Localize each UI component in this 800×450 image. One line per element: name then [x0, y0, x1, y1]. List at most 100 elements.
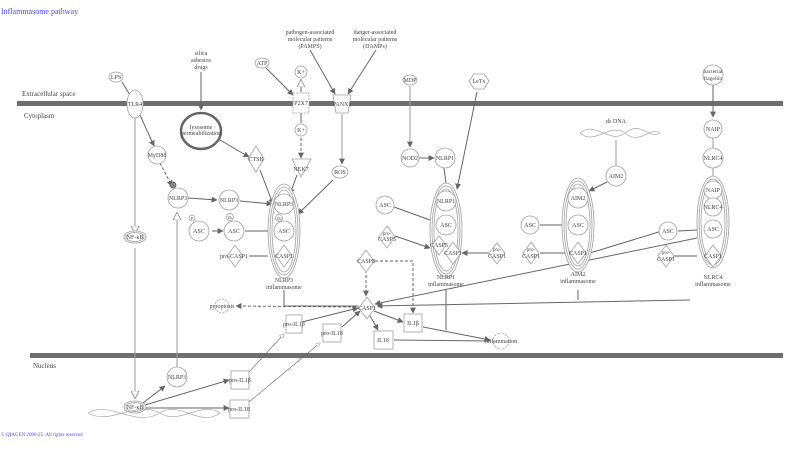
label-naip-b: NAIP: [706, 188, 721, 194]
node-nlrp3-c[interactable]: [273, 193, 295, 215]
node-atp[interactable]: [254, 57, 270, 69]
node-casp1-center[interactable]: [358, 296, 376, 320]
label-casp1-d: CASP1: [704, 254, 722, 260]
node-asc-h[interactable]: [658, 221, 678, 241]
node-nlrp3-b[interactable]: [218, 189, 240, 211]
label-silica: silica: [195, 51, 208, 57]
plasma-membrane: [17, 101, 783, 106]
page-title: Inflammasome pathway: [1, 7, 79, 16]
node-mdp[interactable]: [402, 74, 418, 86]
label-il18: IL18: [377, 338, 389, 344]
label-kplus-top: K+: [297, 70, 305, 76]
node-pro-il18-nuc[interactable]: [229, 399, 250, 419]
node-pro-casp1-c[interactable]: [522, 241, 540, 265]
label-nlrp3-b: NLRP3: [220, 198, 238, 204]
node-lysosome[interactable]: [179, 111, 223, 151]
node-asc-f[interactable]: [567, 214, 589, 236]
node-pro-il18-cyto[interactable]: [322, 323, 342, 343]
edge-aim2-infl: [588, 181, 608, 192]
edge-procasp5-casp5: [394, 235, 431, 250]
copyright[interactable]: © QIAGEN 2000-25. All rights reserved: [1, 433, 83, 438]
node-ros[interactable]: [331, 165, 349, 179]
node-nek7[interactable]: [291, 158, 312, 178]
node-asc-b[interactable]: [223, 220, 245, 242]
node-flagellin[interactable]: [702, 64, 724, 86]
node-pro-casp1-d[interactable]: [657, 244, 675, 268]
label-casp1-b: CASP1: [444, 251, 462, 257]
node-casp1-b[interactable]: [444, 241, 462, 265]
label-casp1-center: CASP1: [358, 306, 376, 312]
node-aim2-a[interactable]: [605, 165, 627, 187]
label-lps: LPS: [111, 75, 121, 81]
node-naip-a[interactable]: [703, 119, 723, 139]
edge-casp8-il1b: [375, 260, 416, 314]
edge-damps-panx1: [347, 49, 377, 95]
node-kplus-top[interactable]: [294, 65, 308, 79]
edge-casp1-pyroptosis: [235, 303, 357, 310]
node-pro-il1b-nuc[interactable]: [230, 370, 250, 390]
node-inflammation[interactable]: [492, 332, 510, 350]
node-casp1-d[interactable]: [704, 244, 722, 268]
node-nlrp1-a[interactable]: [434, 147, 456, 169]
edge-nlrp3infl-casp1: [283, 290, 358, 307]
label-ub-badge: Ub: [228, 215, 233, 220]
label-pro-casp1-c2: CASP1: [522, 254, 540, 260]
node-casp8[interactable]: [357, 249, 375, 273]
node-lps[interactable]: [108, 71, 124, 83]
node-pro-casp5[interactable]: [378, 225, 396, 249]
label-nlrc4-b: NLRC4: [703, 205, 722, 211]
node-asc-e[interactable]: [435, 214, 457, 236]
label-casp8: CASP8: [357, 259, 375, 265]
node-pro-casp1-a[interactable]: [226, 244, 244, 268]
node-asc-a[interactable]: [188, 220, 210, 242]
label-nlrp1-a: NLRP1: [436, 156, 454, 162]
node-nlrc4-b[interactable]: [703, 197, 723, 217]
label-nlrc4-a: NLRC4: [703, 156, 722, 162]
node-pro-casp1-b[interactable]: [488, 242, 506, 265]
edge-proil1b-casp1: [301, 306, 359, 323]
label-damps3: (DAMPs): [363, 43, 387, 50]
label-atp: ATP: [257, 61, 268, 67]
label-casp1-c: CASP1: [569, 251, 587, 257]
compartment-extracellular: Extracellular space: [22, 90, 75, 98]
node-nlrp3-nuc[interactable]: [166, 366, 188, 388]
node-nlrc4-a[interactable]: [702, 147, 724, 169]
node-pro-il1b-cyto[interactable]: [285, 314, 303, 334]
label-il1b: IL1β: [407, 321, 419, 327]
node-il1b[interactable]: [403, 313, 423, 333]
node-asc-g[interactable]: [520, 215, 540, 235]
node-panx1[interactable]: [332, 94, 352, 114]
label-asc-c: ASC: [278, 229, 290, 235]
edge-casp1-il18: [368, 313, 379, 331]
node-pyroptosis[interactable]: [214, 298, 230, 314]
node-asc-i[interactable]: [703, 219, 723, 239]
node-aim2-b[interactable]: [567, 187, 589, 209]
label-asc-e: ASC: [440, 223, 452, 229]
node-casp5[interactable]: [431, 235, 447, 256]
node-nlrp1-b[interactable]: [435, 190, 457, 212]
edge-atp-p2x7: [265, 67, 294, 96]
label-inflammation: inflammation: [485, 338, 517, 345]
node-nlrp3-a[interactable]: [167, 187, 189, 209]
node-ctsb[interactable]: [247, 145, 265, 173]
label-pro-casp1-d1: pro-: [662, 251, 671, 256]
node-tlr4[interactable]: [126, 89, 144, 119]
label-casp1-a: CASP1: [275, 254, 293, 260]
node-asc-d[interactable]: [375, 195, 395, 215]
node-letx[interactable]: [468, 73, 490, 90]
label-mdp: MDP: [403, 78, 417, 84]
node-il18[interactable]: [373, 330, 394, 350]
label-asbestos: asbestos: [191, 58, 212, 64]
node-myd88[interactable]: [147, 145, 167, 165]
label-myd88: MyD88: [148, 153, 167, 159]
node-p2x7[interactable]: [292, 92, 310, 114]
node-kplus-bottom[interactable]: [294, 123, 308, 137]
node-casp1-a[interactable]: [275, 244, 293, 268]
edge-il18-inflammation: [393, 339, 491, 342]
label-damps2: molecular patterns: [353, 37, 398, 43]
label-letx: LeTx: [473, 79, 486, 85]
node-asc-c[interactable]: [273, 220, 295, 242]
node-casp1-c[interactable]: [569, 241, 587, 265]
node-nod2[interactable]: [400, 148, 420, 168]
